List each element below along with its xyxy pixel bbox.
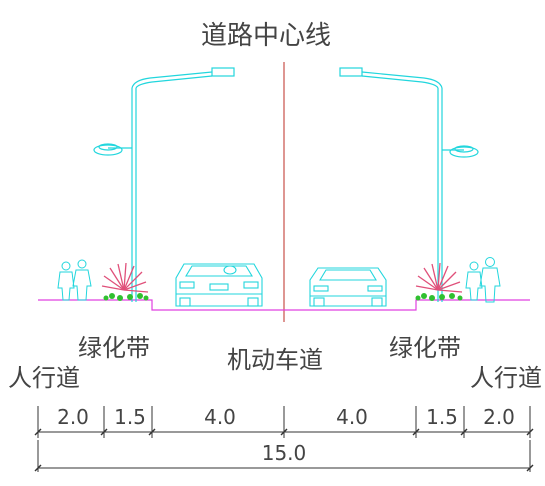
dimension-slash (460, 428, 468, 436)
dimension-slash (280, 428, 288, 436)
street-lamp-left (93, 67, 235, 302)
greenbelt-plant-left (101, 262, 149, 301)
dimension-label: 1.5 (114, 405, 146, 429)
dimension-slash (148, 428, 156, 436)
greenbelt-plant-right (415, 262, 463, 301)
dimension-slash (34, 428, 42, 436)
label-greenbelt-right: 绿化带 (389, 334, 461, 362)
dimension-label: 4.0 (204, 405, 236, 429)
dimension-slash (526, 428, 534, 436)
dimension-label: 1.5 (426, 405, 458, 429)
pedestrians-left (57, 259, 92, 301)
label-sidewalk-left: 人行道 (8, 364, 80, 392)
pedestrians-right (465, 257, 501, 303)
centerline-title: 道路中心线 (201, 21, 331, 51)
dimension-row-total: 15.0 (34, 440, 534, 472)
label-carriageway: 机动车道 (227, 346, 323, 374)
dimension-label: 4.0 (336, 405, 368, 429)
label-greenbelt-left: 绿化带 (78, 334, 150, 362)
dimension-slash (100, 428, 108, 436)
dimension-label: 2.0 (483, 405, 515, 429)
car-left (175, 263, 263, 307)
dimension-slash (34, 464, 42, 472)
dimension-label: 2.0 (57, 405, 89, 429)
dimension-slash (412, 428, 420, 436)
label-sidewalk-right: 人行道 (470, 364, 542, 392)
ground-profile (38, 299, 530, 311)
dimension-label-total: 15.0 (262, 441, 307, 465)
dimension-row-segments: 2.0 1.5 4.0 4.0 1.5 2.0 (34, 405, 534, 438)
dimension-slash (526, 464, 534, 472)
car-right (309, 267, 387, 307)
street-lamp-right (339, 67, 479, 302)
